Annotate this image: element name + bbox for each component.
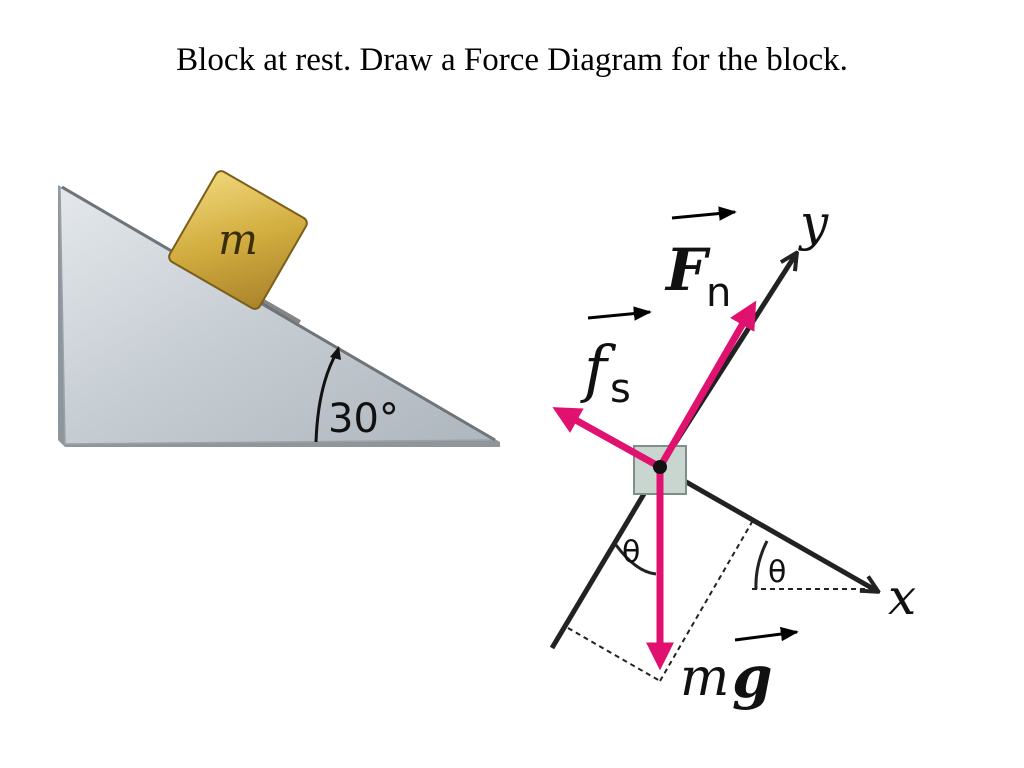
mass-block: m <box>168 170 308 310</box>
page-title: Block at rest. Draw a Force Diagram for … <box>176 42 848 78</box>
friction-subscript: s <box>610 366 631 412</box>
angle-arc-arrowhead <box>330 346 341 360</box>
normal-force-subscript: n <box>706 270 731 316</box>
block-mass-label: m <box>218 215 258 264</box>
friction-force-arrow <box>552 407 662 471</box>
friction-force-label: f s <box>580 306 652 412</box>
force-diagram: θ θ y x F n f s m g <box>549 194 916 711</box>
weight-vector-arrow-icon <box>734 626 799 642</box>
theta-right-label: θ <box>768 555 786 590</box>
weight-m-letter: m <box>680 648 729 708</box>
normal-force-arrow <box>656 300 757 469</box>
x-axis <box>658 464 877 591</box>
normal-force-vector-arrow-icon <box>671 206 737 221</box>
weight-label: m g <box>680 626 799 711</box>
dashed-component-line-2 <box>659 521 753 682</box>
block-center-point <box>653 460 667 474</box>
incline-surface <box>61 185 496 442</box>
weight-g-letter: g <box>732 643 773 711</box>
angle-arc <box>314 351 339 443</box>
negative-y-axis <box>549 465 663 650</box>
x-axis-label: x <box>888 568 916 626</box>
angle-label: 30° <box>328 396 399 442</box>
theta-arc-left <box>614 544 657 576</box>
normal-force-label: F n <box>664 206 737 316</box>
theta-arc-right <box>754 540 769 590</box>
incline-diagram: 30° m <box>58 170 500 447</box>
theta-left-label: θ <box>622 535 640 570</box>
friction-vector-arrow-icon <box>587 306 652 321</box>
normal-force-letter: F <box>664 236 711 304</box>
dashed-component-line-1 <box>567 627 661 682</box>
y-axis-label: y <box>798 194 829 252</box>
